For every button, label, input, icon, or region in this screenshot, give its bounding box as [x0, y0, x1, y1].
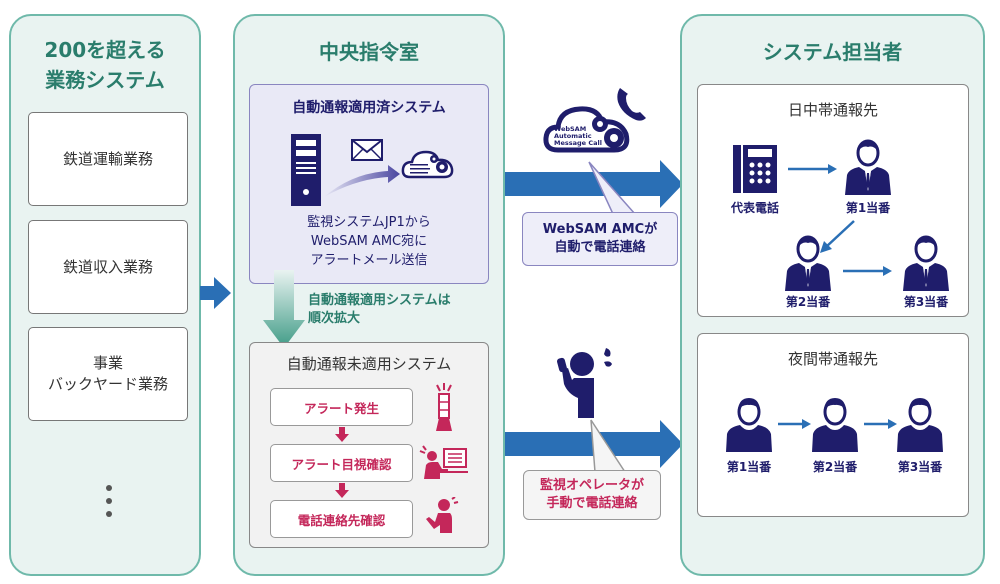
person-icon: [783, 235, 833, 291]
arrow-second-to-third: [843, 266, 892, 276]
step-contact-lookup: 電話連絡先確認: [270, 500, 413, 538]
websam-cloud-logo-icon: [543, 106, 630, 153]
daytime-node-label-second: 第2当番: [785, 295, 831, 309]
system-box-backyard-operations: 事業 バックヤード業務: [28, 327, 188, 421]
business-systems-title-line1: 200を超える: [44, 38, 166, 62]
phone-handset-icon: [617, 88, 646, 121]
flow-arrow-to-central: [200, 277, 231, 309]
person-icon: [724, 396, 774, 452]
person-icon: [843, 139, 893, 195]
more-dot-2: [106, 498, 112, 504]
daytime-node-label-main-phone: 代表電話: [730, 201, 779, 215]
daytime-contacts-title: 日中帯通報先: [787, 101, 878, 119]
auto-flow-arrow: [505, 160, 683, 208]
more-dot-3: [106, 511, 112, 517]
step-down-arrow-1: [335, 427, 349, 442]
server-icon: [291, 134, 321, 206]
system-box-railway-revenue: 鉄道収入業務: [28, 220, 188, 314]
expansion-arrow: [263, 270, 305, 348]
auto-notify-description: 監視システムJP1から WebSAM AMC宛に アラートメール送信: [307, 215, 431, 268]
manual-call-callout: 監視オペレータが 手動で電話連絡: [523, 470, 661, 520]
auto-notify-system-box: 自動通報適用済システム 監視システムJP1から WebSAM AMC宛に アラー…: [249, 84, 489, 284]
operator-monitor-icon: [419, 445, 468, 479]
more-dot-1: [106, 485, 112, 491]
step-alert-occurs: アラート発生: [270, 388, 413, 426]
daytime-contacts-box: 日中帯通報先 代表電話 第1当番 第2当番 第3当番: [697, 84, 969, 317]
daytime-node-label-first: 第1当番: [845, 201, 891, 215]
operator-phone-icon: [556, 348, 612, 418]
manual-callout-pointer: [590, 419, 627, 473]
websam-cloud-logo-text: WebSAM Automatic Message Call: [554, 125, 602, 147]
business-systems-panel: 200を超える 業務システム 鉄道運輸業務 鉄道収入業務 事業 バックヤード業務: [9, 14, 201, 576]
auto-callout-pointer: [588, 161, 637, 215]
person-icon: [810, 396, 860, 452]
mail-icon: [351, 139, 383, 161]
manual-notify-system-box: 自動通報未適用システム アラート発生 アラート目視確認 電話連絡先確認: [249, 342, 489, 548]
daytime-node-label-third: 第3当番: [903, 295, 949, 309]
send-arrow: [324, 165, 400, 197]
nighttime-node-label-second: 第2当番: [812, 460, 858, 474]
desk-phone-icon: [733, 145, 777, 193]
auto-call-callout: WebSAM AMCが 自動で電話連絡: [522, 212, 678, 266]
step-alert-visual-check: アラート目視確認: [270, 444, 413, 482]
arrow-first-to-second: [820, 220, 855, 253]
nighttime-node-label-third: 第3当番: [897, 460, 943, 474]
nighttime-contacts-box: 夜間帯通報先 第1当番 第2当番 第3当番: [697, 333, 969, 517]
auto-notify-system-title: 自動通報適用済システム: [292, 100, 446, 116]
arrow-phone-to-first: [788, 164, 837, 174]
arrow-night-second-to-third: [864, 419, 897, 429]
system-staff-title: システム担当者: [762, 40, 903, 64]
nighttime-node-label-first: 第1当番: [726, 460, 772, 474]
websam-cloud-icon: [401, 150, 454, 179]
step-down-arrow-2: [335, 483, 349, 498]
person-icon: [895, 396, 945, 452]
manual-notify-system-title: 自動通報未適用システム: [286, 355, 452, 373]
system-box-railway-operations: 鉄道運輸業務: [28, 112, 188, 206]
expansion-note: 自動通報適用システムは 順次拡大: [308, 293, 451, 326]
nighttime-contacts-title: 夜間帯通報先: [787, 350, 878, 368]
central-command-title: 中央指令室: [319, 40, 419, 64]
signal-tower-icon: [436, 383, 452, 431]
person-icon: [901, 235, 951, 291]
business-systems-title-line2: 業務システム: [45, 68, 165, 92]
arrow-night-first-to-second: [778, 419, 811, 429]
operator-checking-icon: [426, 497, 459, 533]
